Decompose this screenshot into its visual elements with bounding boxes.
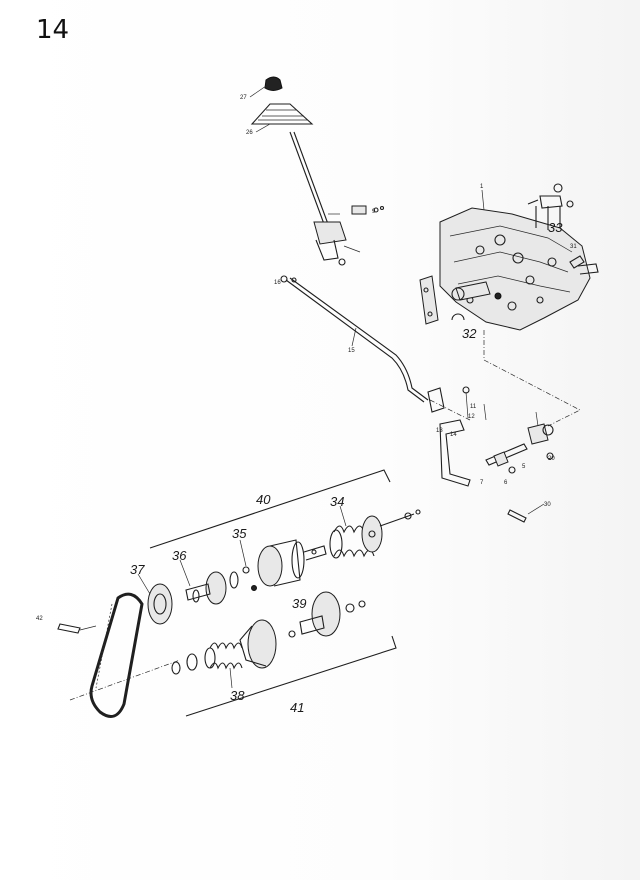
- shift-linkage-rod: [280, 275, 429, 403]
- callout-26: 26: [246, 130, 253, 136]
- shift-fork-assembly: [527, 183, 574, 230]
- spring-clip: [569, 255, 585, 269]
- gear-lever: [289, 131, 385, 266]
- callout-20: 20: [548, 456, 555, 462]
- washer: [186, 653, 198, 671]
- callout-14: 14: [450, 432, 457, 438]
- callout-1: 1: [480, 184, 484, 190]
- washer: [171, 661, 181, 675]
- callout-34: 34: [330, 494, 344, 509]
- bracket-40: [149, 469, 391, 549]
- ball: [251, 585, 257, 591]
- drive-hub: [185, 571, 239, 605]
- callout-30: 30: [544, 502, 551, 508]
- linkage-bracket: [427, 386, 487, 487]
- callout-35: 35: [232, 526, 247, 541]
- callout-37: 37: [130, 562, 145, 577]
- driven-cone-lower: [239, 591, 366, 669]
- gearbox-housing: [419, 189, 599, 331]
- callout-39: 39: [292, 596, 306, 611]
- callout-36: 36: [172, 548, 187, 563]
- callout-7: 7: [480, 480, 484, 486]
- callout-33: 33: [548, 220, 563, 235]
- callout-42: 42: [36, 616, 43, 622]
- callout-5: 5: [522, 464, 526, 470]
- callout-6: 6: [504, 480, 508, 486]
- shift-shaft: [485, 443, 528, 474]
- callout-40: 40: [256, 492, 271, 507]
- callout-41: 41: [290, 700, 304, 715]
- callout-16: 16: [274, 280, 281, 286]
- callout-32: 32: [462, 326, 477, 341]
- belt-clip: [57, 623, 97, 634]
- bracket-41: [185, 635, 397, 717]
- drive-belt: [89, 592, 144, 718]
- cable-end: [507, 503, 545, 523]
- callout-38: 38: [230, 688, 245, 703]
- spring-38: [204, 642, 243, 670]
- pivot-block: [527, 411, 554, 460]
- callout-12: 12: [468, 414, 475, 420]
- callout-31: 31: [570, 244, 577, 250]
- seal-ring: [451, 313, 465, 321]
- pulley-disc: [147, 583, 173, 625]
- gear-boot: [250, 103, 314, 125]
- callout-13: 13: [436, 428, 443, 434]
- callout-9: 9: [372, 209, 376, 215]
- callout-27: 27: [240, 95, 247, 101]
- callout-11: 11: [470, 404, 477, 410]
- page-number: 14: [36, 15, 69, 45]
- callout-15: 15: [348, 348, 355, 354]
- gear-knob: [264, 76, 283, 91]
- spring-cap: [361, 509, 421, 553]
- drive-cone-upper: [257, 539, 327, 587]
